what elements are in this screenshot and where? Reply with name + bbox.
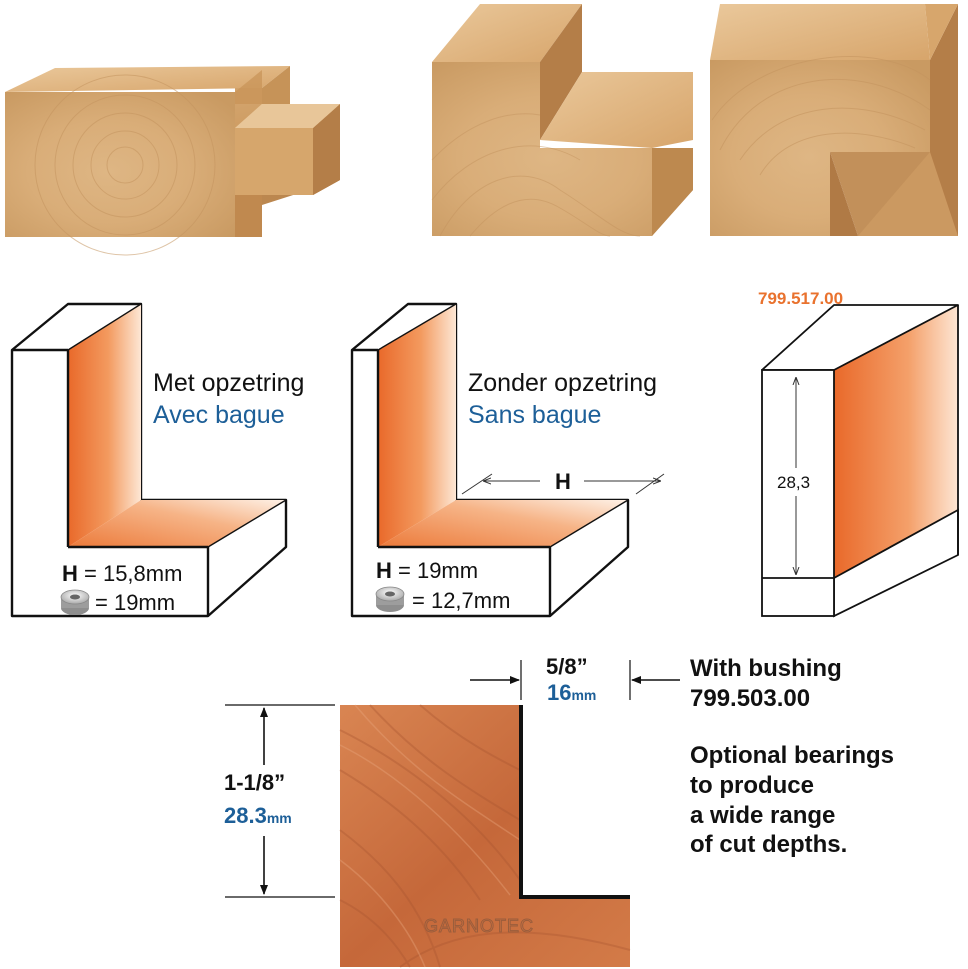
note-line-1: With bushing (690, 655, 842, 682)
bushing-note: With bushing 799.503.00 Optional bearing… (690, 655, 894, 858)
panel1-title-fr: Avec bague (153, 401, 285, 429)
note-line-2: 799.503.00 (690, 685, 810, 712)
part-number-label: 799.517.00 (758, 289, 843, 308)
panel2-h-value: = 19mm (398, 558, 478, 583)
wood-cut-profile (339, 704, 631, 968)
cutter-profile-without-bushing (350, 302, 630, 618)
panel2-h-symbol: H (376, 558, 392, 583)
note-line-4: to produce (690, 772, 814, 799)
width-dimension (470, 660, 680, 700)
cutter-profile-with-bushing (10, 302, 288, 618)
wood-block-rebate-right (5, 66, 340, 256)
bearing-icon (375, 586, 405, 612)
panel2-title-fr: Sans bague (468, 401, 601, 429)
note-line-3: Optional bearings (690, 742, 894, 769)
wood-block-rebate-lower (710, 4, 958, 236)
h-dimension-line (461, 473, 665, 495)
watermark-text: GARNOTEC (424, 916, 534, 936)
height-imperial: 1-1/8” (224, 770, 285, 795)
height-dimension (225, 704, 335, 898)
bushing-dimension-label: 28,3 (777, 473, 810, 492)
panel2-dimension-label: H (555, 469, 571, 494)
bearing-icon (60, 589, 90, 615)
panel1-bearing-value: = 19mm (95, 590, 175, 615)
panel2-title-nl: Zonder opzetring (468, 369, 657, 397)
wood-block-stepped (431, 4, 693, 237)
note-line-5: a wide range (690, 802, 835, 829)
height-metric: 28.3mm (224, 803, 292, 828)
bushing-block (761, 304, 959, 618)
width-metric: 16mm (547, 680, 596, 705)
width-imperial: 5/8” (546, 654, 588, 679)
panel1-h-value: = 15,8mm (84, 561, 182, 586)
panel1-h-symbol: H (62, 561, 78, 586)
note-line-6: of cut depths. (690, 831, 847, 858)
panel2-bearing-value: = 12,7mm (412, 588, 510, 613)
panel1-title-nl: Met opzetring (153, 369, 304, 397)
